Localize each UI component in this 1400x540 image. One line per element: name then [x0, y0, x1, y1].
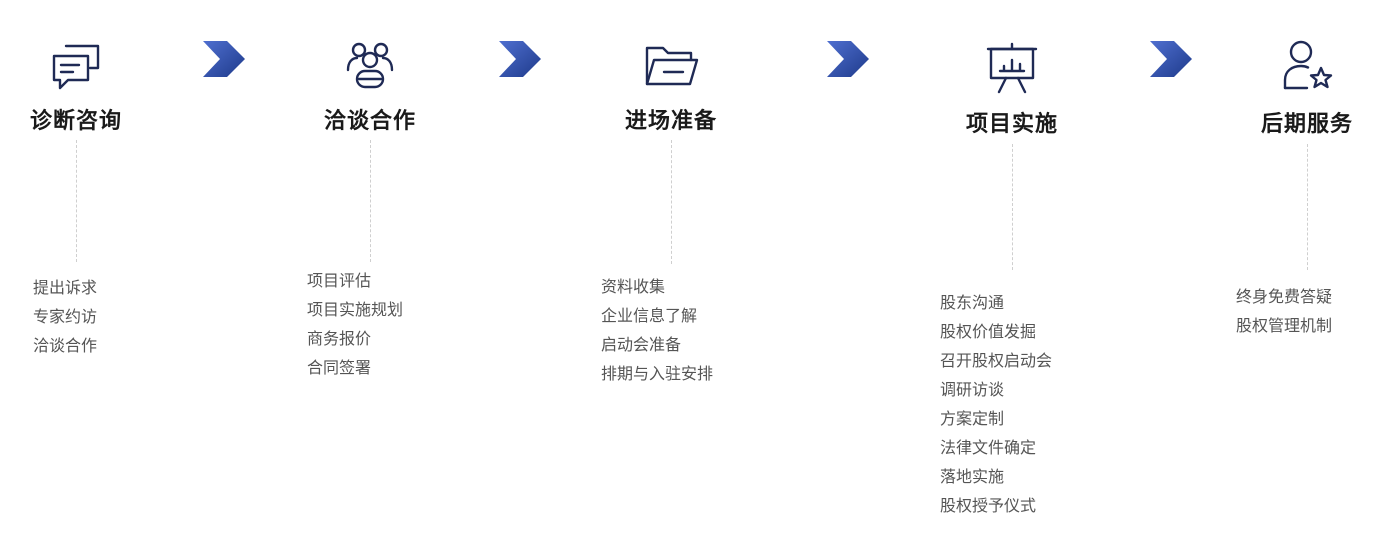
connector-line [370, 140, 371, 262]
list-item: 股权管理机制 [1236, 316, 1333, 335]
stage-title: 诊断咨询 [29, 109, 123, 134]
user-star-icon [1277, 36, 1337, 96]
list-item: 方案定制 [940, 409, 1005, 428]
list-item: 终身免费答疑 [1236, 287, 1333, 306]
stage-items: 股东沟通 股权价值发掘 召开股权启动会 调研访谈 方案定制 法律文件确定 落地实… [940, 288, 1052, 520]
stage-title: 洽谈合作 [323, 109, 417, 134]
list-item: 股权价值发掘 [940, 322, 1037, 341]
list-item: 提出诉求 [33, 278, 98, 297]
list-item: 启动会准备 [601, 335, 682, 354]
presentation-icon [982, 40, 1042, 100]
group-icon [340, 36, 400, 96]
list-item: 法律文件确定 [940, 438, 1037, 457]
stage-items: 提出诉求 专家约访 洽谈合作 [33, 273, 97, 360]
connector-line [76, 140, 77, 262]
connector-line [1307, 144, 1308, 270]
chevron-arrow-icon [499, 41, 541, 77]
list-item: 合同签署 [307, 358, 372, 377]
list-item: 落地实施 [940, 467, 1005, 486]
list-item: 排期与入驻安排 [601, 364, 714, 383]
folder-icon [641, 36, 701, 96]
chevron-arrow-icon [827, 41, 869, 77]
stage-title: 项目实施 [965, 112, 1059, 137]
chevron-arrow-icon [1150, 41, 1192, 77]
stage-items: 终身免费答疑 股权管理机制 [1236, 282, 1332, 340]
list-item: 项目实施规划 [307, 300, 404, 319]
list-item: 专家约访 [33, 307, 98, 326]
stage-items: 资料收集 企业信息了解 启动会准备 排期与入驻安排 [601, 272, 713, 388]
list-item: 商务报价 [307, 329, 372, 348]
list-item: 股权授予仪式 [940, 496, 1037, 515]
connector-line [671, 140, 672, 264]
list-item: 企业信息了解 [601, 306, 698, 325]
list-item: 股东沟通 [940, 293, 1005, 312]
stage-title: 后期服务 [1260, 112, 1354, 137]
chat-icon [46, 36, 106, 96]
chevron-arrow-icon [203, 41, 245, 77]
list-item: 资料收集 [601, 277, 666, 296]
stage-title: 进场准备 [624, 109, 718, 134]
list-item: 洽谈合作 [33, 336, 98, 355]
list-item: 项目评估 [307, 271, 372, 290]
list-item: 调研访谈 [940, 380, 1005, 399]
stage-items: 项目评估 项目实施规划 商务报价 合同签署 [307, 266, 403, 382]
connector-line [1012, 144, 1013, 270]
list-item: 召开股权启动会 [940, 351, 1053, 370]
